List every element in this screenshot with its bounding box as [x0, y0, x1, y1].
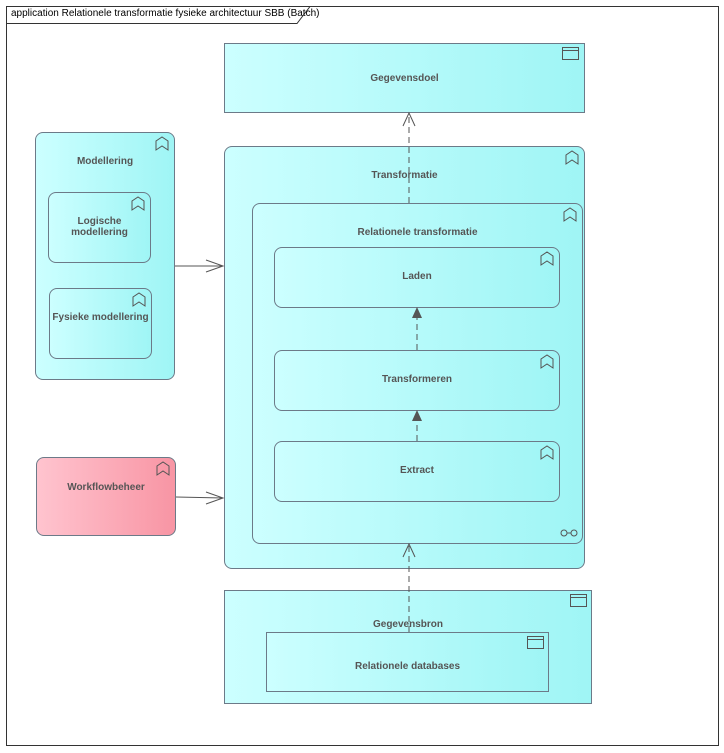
diagram-title: application Relationele transformatie fy…: [11, 8, 320, 19]
node-gegevensdoel[interactable]: Gegevensdoel: [224, 43, 585, 113]
node-label: Laden: [402, 271, 432, 282]
node-label: Fysieke modellering: [52, 312, 149, 323]
node-relationele-databases[interactable]: Relationele databases: [266, 632, 549, 692]
node-label: Logische modellering: [71, 216, 128, 238]
node-workflowbeheer[interactable]: Workflowbeheer: [36, 457, 176, 536]
node-label: Workflowbeheer: [67, 482, 145, 493]
node-label: Extract: [400, 465, 434, 476]
function-icon: [132, 292, 146, 307]
node-label: Relationele databases: [354, 661, 461, 672]
function-icon: [540, 445, 554, 460]
chain-icon: [560, 529, 578, 537]
edge-workflowbeheer-transformatie[interactable]: [175, 491, 225, 505]
node-laden[interactable]: Laden: [274, 247, 560, 308]
node-logische-modellering[interactable]: Logische modellering: [48, 192, 151, 263]
function-icon: [155, 136, 169, 151]
edge-transformeren-laden[interactable]: [412, 307, 422, 350]
function-icon: [156, 461, 170, 476]
node-label: Transformatie: [371, 170, 438, 181]
diagram-title-tab: [6, 6, 311, 24]
edge-modellering-transformatie[interactable]: [175, 259, 225, 273]
function-icon: [540, 251, 554, 266]
edge-gegevensbron-relationele-transformatie[interactable]: [402, 542, 416, 632]
node-extract[interactable]: Extract: [274, 441, 560, 502]
diagram-frame: [6, 6, 719, 746]
node-fysieke-modellering[interactable]: Fysieke modellering: [49, 288, 152, 359]
node-label: Relationele transformatie: [357, 227, 478, 238]
edge-extract-transformeren[interactable]: [412, 410, 422, 441]
data-object-icon: [570, 594, 587, 607]
function-icon: [565, 150, 579, 165]
function-icon: [131, 196, 145, 211]
node-label: Gegevensdoel: [370, 73, 439, 84]
node-transformeren[interactable]: Transformeren: [274, 350, 560, 411]
data-object-icon: [562, 47, 579, 60]
node-label: Transformeren: [381, 374, 453, 385]
node-label: Modellering: [76, 156, 134, 167]
function-icon: [563, 207, 577, 222]
edge-transformatie-gegevensdoel[interactable]: [402, 111, 416, 203]
node-label: Gegevensbron: [372, 619, 444, 630]
function-icon: [540, 354, 554, 369]
data-object-icon: [527, 636, 544, 649]
